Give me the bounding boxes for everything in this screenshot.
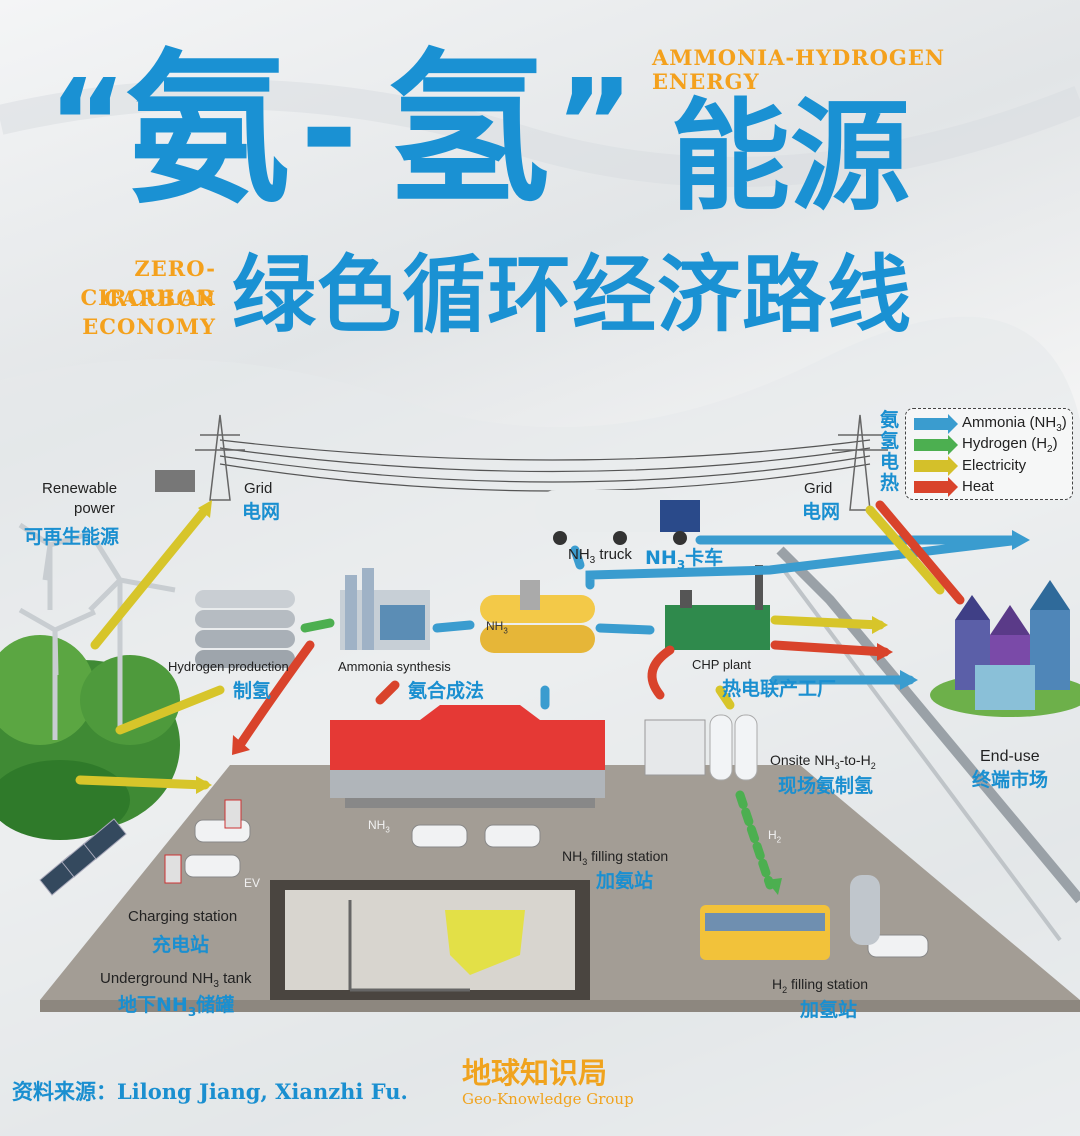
- renewable-label-cn: 可再生能源: [24, 526, 120, 548]
- nh3-filling-label-cn: 加氨站: [596, 870, 654, 892]
- ammonia-synthesis-plant: [340, 568, 430, 650]
- title-word-energy: 能源: [670, 88, 910, 227]
- pylon-left: [195, 414, 245, 501]
- charging-label-cn: 充电站: [152, 934, 210, 956]
- pylon-right: [832, 414, 888, 511]
- diagram-illustration: [0, 414, 1080, 1012]
- legend-item-heat: Heat: [914, 476, 1072, 497]
- flow-arrows: [75, 500, 1025, 890]
- legend-item-ammonia: Ammonia (NH3): [914, 413, 1072, 434]
- title-en-left-line1: ZERO-CARBON: [103, 256, 216, 311]
- legend-arrow-ammonia: [914, 413, 958, 434]
- truck-label-en: NH3 truck: [568, 546, 632, 566]
- onsite-label-en: Onsite NH3-to-H2: [770, 752, 876, 771]
- end-use-label-en: End-use: [980, 748, 1040, 765]
- legend-arrow-hydrogen: [914, 434, 958, 455]
- legend-vertical-char-hydrogen: 氢: [880, 430, 900, 452]
- legend-label-heat: Heat: [962, 478, 994, 495]
- legend-item-hydrogen: Hydrogen (H2): [914, 434, 1072, 455]
- nh3-filling-station: [330, 705, 605, 808]
- title-word-ammonia: 氨: [125, 34, 290, 226]
- title-en-top-line2: ENERGY: [652, 69, 760, 94]
- legend-label-hydrogen: Hydrogen (H2): [962, 434, 1058, 455]
- title-en-left-line2: CIRCULAR: [80, 285, 216, 310]
- legend-arrow-heat: [914, 476, 958, 497]
- title-en-left-line3: ECONOMY: [82, 314, 216, 339]
- title-quote-close: ”: [555, 55, 634, 194]
- end-use-label-cn: 终端市场: [972, 769, 1049, 791]
- truck-label-cn: NH3卡车: [645, 547, 724, 572]
- ammonia-synthesis-label-en: Ammonia synthesis: [338, 659, 451, 674]
- h2-filling-label-cn: 加氢站: [800, 999, 858, 1021]
- title-quote-open: “: [48, 55, 127, 194]
- solar-panels: [39, 818, 127, 896]
- nh3-filling-label-en: NH3 filling station: [562, 848, 669, 867]
- grid-left-label-cn: 电网: [242, 501, 281, 523]
- renewable-label-en-line2: power: [74, 500, 115, 517]
- end-use-buildings: [930, 580, 1080, 717]
- grid-right-label-cn: 电网: [802, 501, 841, 523]
- legend-arrow-electricity: [914, 455, 958, 476]
- nh3-tag: NH3: [368, 818, 390, 835]
- legend-vertical-char-electricity: 电: [880, 451, 900, 473]
- legend-vertical-char-ammonia: 氨: [880, 409, 900, 431]
- hydrogen-production-label-cn: 制氢: [233, 680, 272, 702]
- hydrogen-production-label-en: Hydrogen production: [168, 659, 289, 674]
- h2-tag: H2: [768, 828, 782, 845]
- title-dash: -: [300, 48, 359, 211]
- hydrogen-production-unit: [195, 590, 295, 668]
- onsite-cracker: [644, 714, 758, 781]
- ev-tag: EV: [244, 876, 261, 890]
- renewable-label-en-line1: Renewable: [42, 480, 118, 497]
- charging-units: [164, 799, 242, 884]
- grid-left-label-en: Grid: [244, 480, 273, 497]
- charging-label-en: Charging station: [128, 908, 238, 925]
- h2-filling-station: [700, 875, 880, 960]
- grid-right-label-en: Grid: [804, 480, 833, 497]
- legend-item-electricity: Electricity: [914, 455, 1072, 476]
- tank-tag: NH3: [486, 619, 508, 636]
- underground-label-en: Underground NH3 tank: [100, 970, 252, 990]
- brand-logo-cn: 地球知识局: [462, 1056, 608, 1090]
- transformer: [155, 470, 195, 492]
- ammonia-storage-tanks: [480, 580, 595, 653]
- legend-vertical-label: 氨 氢 电 热: [880, 410, 902, 494]
- subtitle: 绿色循环经济路线: [232, 246, 913, 344]
- title-en-top-line1: AMMONIA-HYDROGEN: [652, 45, 946, 70]
- chp-plant-label-en: CHP plant: [692, 657, 752, 672]
- title-word-hydrogen: 氢: [385, 34, 550, 226]
- legend-vertical-char-heat: 热: [880, 472, 900, 494]
- onsite-label-cn: 现场氨制氢: [778, 775, 874, 797]
- brand-logo-en: Geo-Knowledge Group: [462, 1090, 634, 1108]
- source-credit: 资料来源：Lilong Jiang, Xianzhi Fu.: [12, 1079, 408, 1104]
- power-line: [219, 439, 871, 461]
- cars: [184, 819, 929, 958]
- arrowheads: [196, 500, 1030, 895]
- underground-label-cn: 地下NH3储罐: [118, 994, 235, 1019]
- legend-box: Ammonia (NH3) Hydrogen (H2) Electricity …: [905, 408, 1073, 500]
- underground-tank: [270, 880, 590, 1000]
- ammonia-synthesis-label-cn: 氨合成法: [408, 680, 485, 702]
- nh3-truck: [535, 490, 700, 545]
- legend-label-ammonia: Ammonia (NH3): [962, 413, 1067, 434]
- chp-plant: [665, 565, 770, 650]
- h2-filling-label-en: H2 filling station: [772, 976, 869, 995]
- legend-label-electricity: Electricity: [962, 457, 1027, 474]
- chp-plant-label-cn: 热电联产工厂: [722, 678, 837, 700]
